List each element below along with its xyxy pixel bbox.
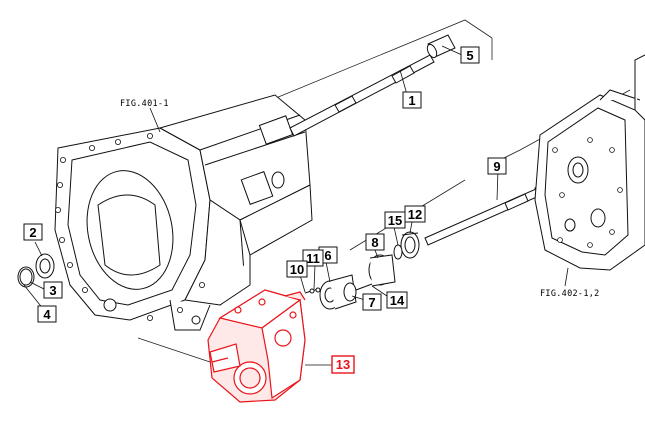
callout-label-10: 10 bbox=[290, 262, 304, 277]
callout-11[interactable]: 11 bbox=[302, 249, 324, 267]
callout-label-2: 2 bbox=[29, 225, 36, 240]
small-parts-10-11 bbox=[304, 287, 321, 294]
transmission-housing bbox=[54, 94, 313, 331]
callout-label-15: 15 bbox=[388, 213, 402, 228]
callout-label-3: 3 bbox=[49, 283, 56, 298]
callout-5[interactable]: 5 bbox=[460, 46, 480, 64]
callout-label-1: 1 bbox=[408, 93, 415, 108]
pin-part-14 bbox=[355, 283, 373, 291]
collar-part-7 bbox=[343, 282, 357, 302]
rear-case bbox=[534, 54, 645, 271]
shaft-part-9 bbox=[424, 180, 554, 246]
shaft-part-1 bbox=[289, 54, 435, 137]
fig-ref-transmission-case: FIG.401-1 bbox=[120, 99, 169, 109]
callout-8[interactable]: 8 bbox=[365, 233, 385, 251]
callout-label-14: 14 bbox=[390, 293, 405, 308]
callout-label-6: 6 bbox=[324, 248, 331, 263]
callout-3[interactable]: 3 bbox=[43, 281, 63, 299]
callout-2[interactable]: 2 bbox=[23, 223, 43, 241]
bearing-part-8 bbox=[368, 254, 396, 287]
callout-label-7: 7 bbox=[368, 295, 375, 310]
callout-1[interactable]: 1 bbox=[402, 91, 422, 109]
callout-14[interactable]: 14 bbox=[386, 291, 408, 309]
fig-ref-rear-case: FIG.402-1,2 bbox=[540, 289, 600, 299]
seal-part-2 bbox=[35, 253, 55, 279]
callout-label-11: 11 bbox=[306, 251, 320, 266]
pump-assembly-part-13 bbox=[207, 289, 306, 403]
callout-label-9: 9 bbox=[493, 159, 500, 174]
callout-9[interactable]: 9 bbox=[487, 157, 507, 175]
callout-4[interactable]: 4 bbox=[37, 305, 57, 323]
callout-7[interactable]: 7 bbox=[362, 293, 382, 311]
callout-label-13: 13 bbox=[336, 357, 350, 372]
callout-13[interactable]: 13 bbox=[331, 355, 355, 374]
callout-15[interactable]: 15 bbox=[384, 211, 406, 229]
sleeve-part-5 bbox=[426, 34, 456, 59]
callout-label-8: 8 bbox=[371, 235, 378, 250]
callout-label-5: 5 bbox=[466, 48, 473, 63]
callout-12[interactable]: 12 bbox=[404, 205, 426, 223]
ring-part-15 bbox=[393, 244, 403, 260]
rear-case-holes bbox=[552, 137, 623, 248]
callout-10[interactable]: 10 bbox=[286, 260, 308, 278]
callout-label-12: 12 bbox=[408, 207, 422, 222]
ring-part-3-4 bbox=[17, 266, 35, 288]
flange-bolt-holes bbox=[55, 132, 205, 321]
callout-label-4: 4 bbox=[43, 307, 51, 322]
bearing-part-12 bbox=[400, 231, 420, 259]
